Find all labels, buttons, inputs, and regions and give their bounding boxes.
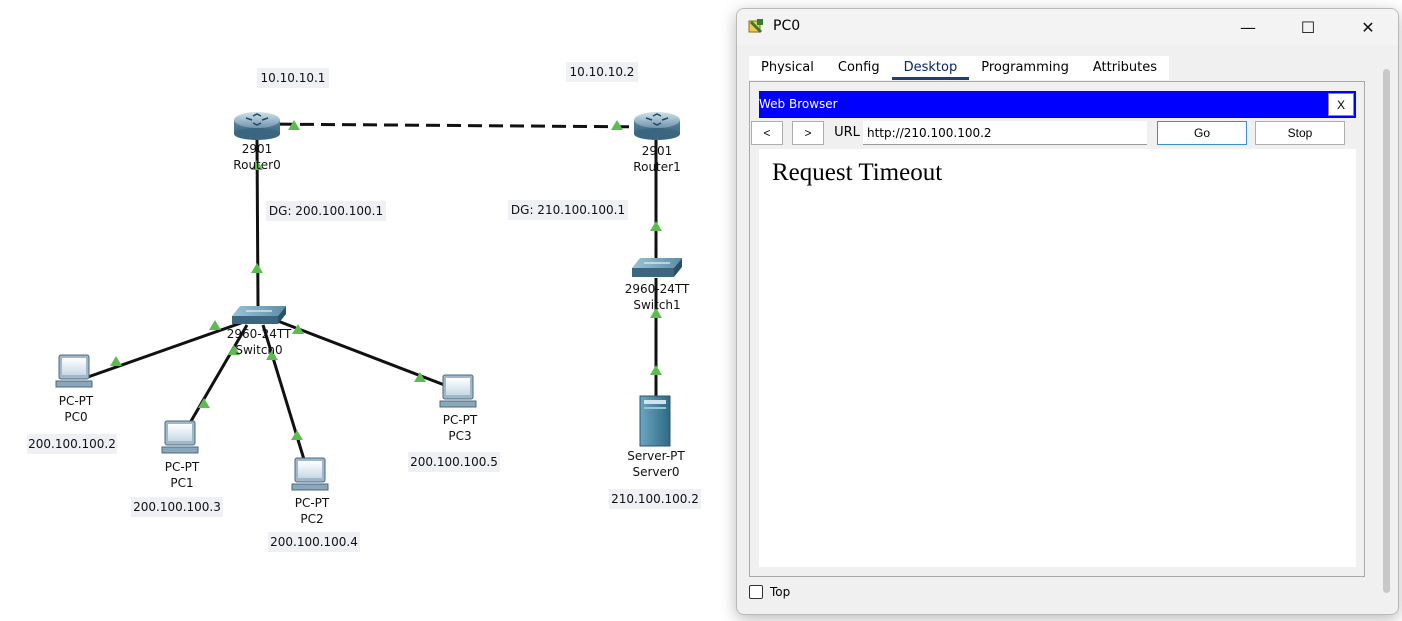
server0-name: Server0 [633, 465, 680, 479]
tab-desktop[interactable]: Desktop [891, 56, 970, 80]
pc3[interactable]: PC-PT PC3 [439, 374, 478, 443]
router1-dg-label: DG: 210.100.100.1 [511, 203, 625, 217]
switch-icon [232, 306, 286, 324]
pc1-model: PC-PT [165, 460, 200, 474]
router0[interactable]: 2901 Router0 [233, 112, 281, 172]
switch1-model: 2960-24TT [625, 282, 690, 296]
pc3-name: PC3 [448, 429, 471, 443]
pc2-ip: 200.100.100.4 [270, 535, 358, 549]
port-light [266, 350, 278, 360]
web-browser-title: Web Browser [759, 97, 838, 111]
link-router0-router1[interactable] [257, 122, 657, 129]
port-light [209, 320, 221, 330]
desktop-content: Web Browser X < > URL Go Stop Request Ti… [749, 81, 1365, 577]
top-checkbox[interactable] [749, 585, 763, 599]
switch-icon [632, 258, 682, 277]
port-light [414, 372, 426, 382]
maximize-button[interactable]: ☐ [1300, 17, 1316, 37]
back-button[interactable]: < [751, 121, 783, 145]
switch1-name: Switch1 [633, 298, 680, 312]
router1[interactable]: 2901 Router1 [633, 112, 681, 174]
forward-button[interactable]: > [792, 121, 824, 145]
pc2-name: PC2 [300, 512, 323, 526]
server-icon [639, 395, 671, 447]
port-light [251, 263, 263, 273]
router1-model: 2901 [642, 144, 673, 158]
ip-labels: 10.10.10.1 10.10.10.2 DG: 200.100.100.1 … [27, 62, 701, 552]
close-button[interactable]: ✕ [1361, 17, 1375, 37]
pc0[interactable]: PC-PT PC0 [55, 354, 94, 424]
stop-button[interactable]: Stop [1255, 121, 1345, 145]
pc3-model: PC-PT [443, 413, 478, 427]
link-switch0-pc0[interactable] [87, 316, 256, 379]
port-light [291, 430, 303, 440]
tab-attributes[interactable]: Attributes [1092, 60, 1158, 75]
router1-name: Router1 [633, 160, 680, 174]
server0-ip: 210.100.100.2 [611, 492, 699, 506]
packet-tracer-app-icon [748, 19, 763, 34]
port-light [198, 398, 210, 408]
minimize-button[interactable]: — [1240, 17, 1256, 37]
router0-name: Router0 [233, 158, 280, 172]
router0-model: 2901 [242, 142, 273, 156]
tab-bar: Physical Config Desktop Programming Attr… [749, 56, 1170, 80]
router1-wan-ip: 10.10.10.2 [570, 65, 635, 79]
window-title: PC0 [773, 18, 801, 34]
switch0-model: 2960-24TT [227, 327, 292, 341]
window-titlebar[interactable]: PC0 — ☐ ✕ [737, 9, 1398, 45]
switch1[interactable]: 2960-24TT Switch1 [625, 258, 690, 312]
pc0-window[interactable]: PC0 — ☐ ✕ Physical Config Desktop Progra… [736, 8, 1399, 615]
port-light [110, 356, 122, 366]
pc3-ip: 200.100.100.5 [410, 455, 498, 469]
port-indicators [110, 120, 662, 440]
tab-programming[interactable]: Programming [981, 60, 1069, 75]
port-light [650, 221, 662, 231]
pc2-model: PC-PT [295, 496, 330, 510]
link-switch0-pc2[interactable] [261, 324, 308, 467]
port-light [650, 365, 662, 375]
links [87, 122, 658, 467]
url-input[interactable] [863, 121, 1147, 145]
tab-config[interactable]: Config [837, 60, 880, 75]
router-icon [234, 112, 280, 140]
top-checkbox-label: Top [770, 585, 791, 599]
url-label: URL [834, 125, 860, 140]
switch0[interactable]: 2960-24TT Switch0 [227, 306, 292, 357]
pc-icon [55, 354, 93, 388]
port-light [650, 308, 662, 318]
pc1[interactable]: PC-PT PC1 [161, 420, 200, 490]
pc1-name: PC1 [170, 476, 193, 490]
port-light [288, 120, 300, 130]
server0[interactable]: Server-PT Server0 [627, 395, 685, 479]
page-message: Request Timeout [772, 159, 943, 186]
link-switch0-pc1[interactable] [185, 324, 249, 429]
vertical-scrollbar[interactable] [1383, 69, 1390, 593]
pc-icon [291, 457, 329, 491]
port-light [292, 324, 304, 334]
router0-wan-ip: 10.10.10.1 [261, 71, 326, 85]
router-icon [634, 112, 680, 140]
port-light [228, 345, 240, 355]
topology-canvas[interactable]: 2901 Router0 2901 Router1 2960-24TT Swit… [0, 0, 735, 621]
tab-physical[interactable]: Physical [761, 60, 814, 75]
go-button[interactable]: Go [1157, 121, 1247, 145]
web-browser-close-button[interactable]: X [1328, 93, 1354, 116]
pc0-ip: 200.100.100.2 [28, 437, 116, 451]
pc0-name: PC0 [64, 410, 87, 424]
pc0-model: PC-PT [59, 394, 94, 408]
server0-model: Server-PT [627, 449, 685, 463]
pc1-ip: 200.100.100.3 [133, 500, 221, 514]
port-light [251, 160, 263, 170]
pc-icon [161, 420, 199, 454]
web-browser-titlebar: Web Browser X [759, 91, 1356, 118]
router0-dg-label: DG: 200.100.100.1 [269, 204, 383, 218]
pc-icon [439, 374, 477, 408]
pc2[interactable]: PC-PT PC2 [291, 457, 330, 526]
port-light [611, 120, 623, 130]
browser-page[interactable]: Request Timeout [759, 149, 1356, 567]
switch0-name: Switch0 [235, 343, 282, 357]
